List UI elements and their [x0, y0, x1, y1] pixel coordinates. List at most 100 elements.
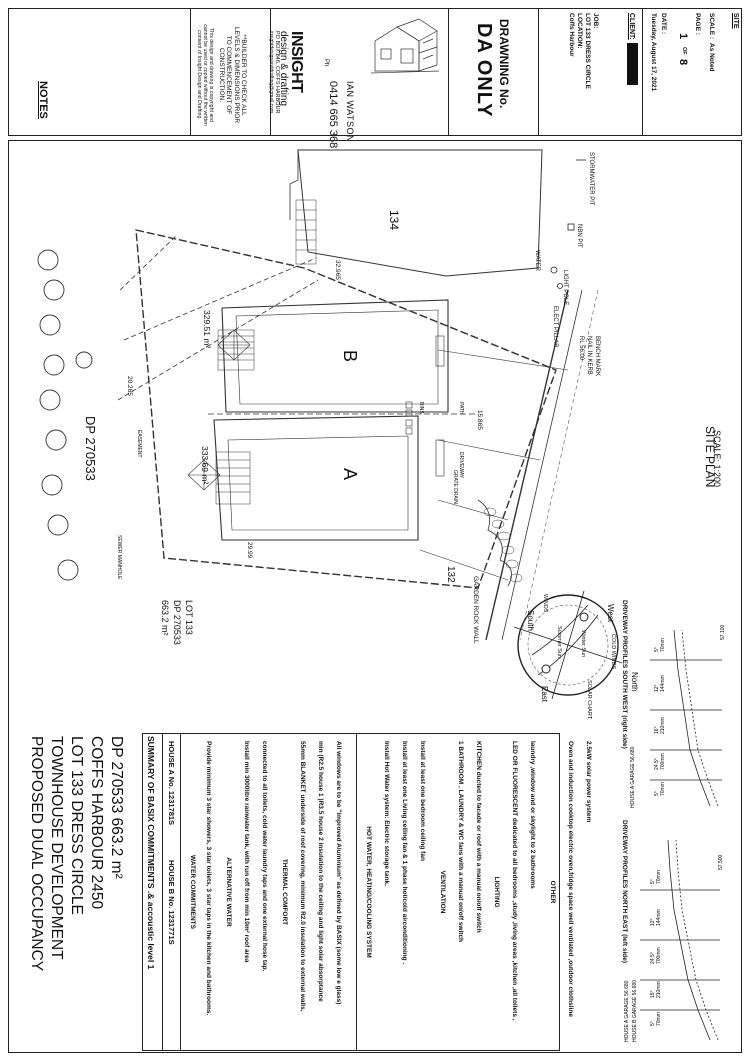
notes-label: NOTES: [37, 81, 49, 119]
solar-chart: [513, 590, 623, 700]
house-a-label: A: [340, 468, 360, 480]
nbn-pit-icon: [567, 223, 575, 231]
house-b-label: B: [340, 350, 360, 362]
light-pole: LIGHT POLE: [562, 270, 568, 305]
basix-house-a: HOUSE A No. 1231781S: [167, 741, 176, 826]
basix-line: Install at least one bedroom ceiling fan: [419, 741, 426, 861]
phone-label: Ph: [323, 59, 329, 67]
designer-phone: 0414 665 368: [327, 81, 339, 149]
basix-line: Oven and induction cooktop electric oven…: [567, 741, 574, 1017]
svg-text:70mm: 70mm: [656, 870, 662, 884]
compass-south: South: [526, 610, 535, 631]
copyright-text: This design and drawing is copyright and…: [196, 24, 214, 126]
svg-text:16°: 16°: [654, 726, 660, 734]
page-label: PAGE :: [694, 13, 701, 35]
winds-label: WINDS: [542, 594, 548, 613]
driveway-label: HOUSE A GARAGE 56.680: [624, 980, 630, 1042]
neighbour-134-label: 134: [387, 210, 401, 230]
svg-text:57.500: 57.500: [718, 854, 724, 870]
disclaimer-cell: **BUILDER TO CHECK ALL LEVELS & DIMENSIO…: [191, 9, 271, 135]
elect-pillar-icon: [557, 283, 563, 289]
dim-bottom: 29.99: [246, 542, 253, 559]
lot-area: 663.2 m²: [160, 600, 170, 636]
solar-chart-label: SOLAR CHART: [586, 680, 592, 720]
dim-front: 15.865: [476, 410, 483, 430]
basix-house-b: HOUSE B No. 1231771S: [167, 860, 176, 945]
scale-value: As Noted: [708, 43, 715, 72]
bench-mark-2: NAIL IN KERB: [586, 336, 592, 375]
bins-label: BINS: [418, 402, 424, 414]
svg-text:5°: 5°: [654, 647, 660, 652]
driveway-label: HOUSE B GARAGE 56.680: [632, 980, 638, 1042]
client-label: CLIENT:: [628, 13, 635, 40]
designer-name: IAN WATSON: [345, 81, 355, 142]
area-b-label: 329.51 m²: [202, 310, 212, 348]
cold-winds: COLD WINDS: [610, 634, 616, 669]
basix-section-title: OTHER: [549, 880, 556, 904]
bench-mark-3: RL 56.00: [578, 336, 584, 361]
dim-rear: 20.265: [126, 376, 133, 396]
driveway-label: DRIVEWAY: [458, 452, 464, 479]
compass-north: North: [630, 672, 639, 692]
basix-line: Install Hot Water system: Electric stora…: [383, 741, 390, 886]
stormwater-pit: STORMWATER PIT: [588, 152, 594, 206]
svg-text:700mm: 700mm: [656, 947, 662, 964]
svg-text:12°: 12°: [654, 684, 660, 692]
job-value: LOT 133 DRESS CIRCLE: [584, 13, 591, 89]
date-value: Tuesday, August 17, 2021: [650, 13, 657, 92]
brand-cell: INSIGHT design & drafting PO BOX 846, CO…: [268, 9, 449, 148]
notes-cell: NOTES: [9, 9, 191, 135]
garden-wall: GARDEN ROCK WALL: [472, 576, 479, 644]
basix-line: KITCHEN ducted to facade or roof with a …: [475, 741, 482, 933]
project-line-4: COFFS HARBOUR 2450: [88, 736, 105, 910]
site-plan-scale: SCALE: 1:200: [712, 430, 722, 487]
project-line-5: DP 270533 663.2 m²: [108, 736, 125, 879]
driveway-profile-ne: HOUSE A GARAGE 56.680 HOUSE B GARAGE 56.…: [624, 839, 724, 1042]
disclaimer-text: **BUILDER TO CHECK ALL LEVELS & DIMENSIO…: [217, 26, 247, 124]
svg-text:70mm: 70mm: [656, 1012, 662, 1026]
drawing-status: DA ONLY: [473, 23, 495, 118]
date-label: DATE :: [660, 13, 667, 35]
svg-text:144mm: 144mm: [660, 675, 666, 692]
title-block: NOTES **BUILDER TO CHECK ALL LEVELS & DI…: [8, 8, 743, 148]
basix-line: connected to all toilets, cold water lau…: [261, 741, 268, 972]
basix-line: Install min 3000litre rainwater tank, wi…: [243, 741, 250, 963]
water-label: WATER: [534, 250, 540, 272]
basix-line: All windows are to be "improved Aluminiu…: [335, 741, 342, 1005]
light-pole-icon: [550, 266, 558, 274]
basix-line: LED OR FLUORESCENT dedicated to all bedr…: [511, 741, 518, 1021]
svg-text:5°: 5°: [650, 879, 656, 884]
basix-section-title: THERMAL COMFORT: [281, 858, 288, 926]
site-label: SITE: [732, 13, 739, 29]
scale-label: SCALE :: [708, 13, 715, 39]
svg-text:15°: 15°: [650, 990, 656, 998]
basix-line: min (R2.5 house 1 )R3.5 house 2 insulati…: [317, 741, 324, 1002]
house-b-outline: [221, 299, 449, 413]
svg-text:24.5°: 24.5°: [650, 952, 656, 964]
basix-line: Install at least one Living ceiling fan …: [401, 741, 408, 965]
house-a-outline: [213, 415, 419, 541]
svg-text:12°: 12°: [650, 918, 656, 926]
basix-section-title: HOT WATER, HEATING/COOLING SYSTEM: [365, 826, 372, 958]
project-line-3: LOT 133 DRESS CIRCLE: [68, 736, 85, 915]
svg-text:24.5°: 24.5°: [654, 758, 660, 770]
client-redaction: [627, 43, 638, 85]
site-plan: LOT 133 DP 270533 663.2 m² DP 270533 A B…: [37, 149, 722, 720]
dim-top: 32.965: [334, 260, 341, 280]
lot-dp: DP 270533: [172, 600, 182, 645]
basix-section-title: ALTERNATIVE WATER: [225, 857, 232, 927]
svg-text:144mm: 144mm: [656, 909, 662, 926]
driveway-profile-sw: HOUSE A GARAGE 56.680 5° 70mm 24.5° 700m…: [630, 624, 726, 808]
po-box: PO BOX 846, COFFS HARBOUR: [274, 31, 280, 114]
area-a-label: 333.69 m²: [200, 446, 210, 484]
basix-line: 2.5kW solar power system: [585, 741, 592, 823]
email: insightdesignanddrafting@gmail.com: [268, 31, 274, 114]
trees: [37, 249, 93, 581]
driveway-label: HOUSE A GARAGE 56.680: [630, 746, 636, 808]
svg-text:70mm: 70mm: [660, 782, 666, 796]
client-job-cell: CLIENT: JOB: LOT 133 DRESS CIRCLE LOCATI…: [539, 9, 643, 135]
svg-text:57.100: 57.100: [720, 624, 726, 640]
easement: EASEMENT: [136, 430, 142, 458]
site-cell: SITE SCALE : As Noted PAGE : 1 OF 8 DATE…: [643, 9, 743, 135]
compass-east: East: [540, 686, 549, 703]
